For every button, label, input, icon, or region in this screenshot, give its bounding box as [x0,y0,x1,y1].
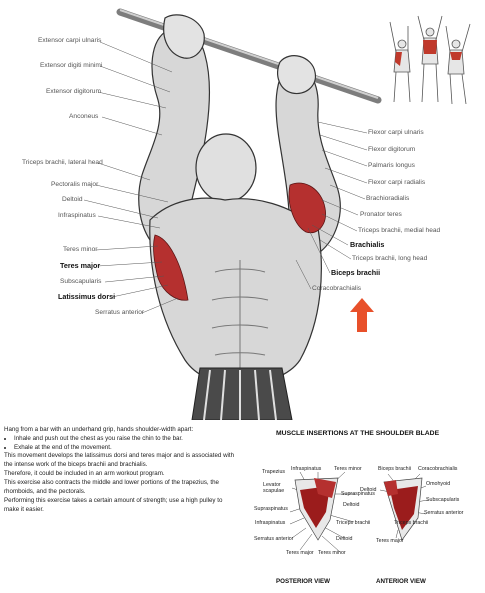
upward-arrow-icon [350,298,374,332]
ins-label-anterior-deltoid: Deltoid [360,487,377,493]
description-paragraph: This exercise also contracts the middle … [4,479,219,495]
exercise-description: Hang from a bar with an underhand grip, … [4,426,238,515]
shorts [191,367,293,420]
ins-label-teres-major: Teres major [286,550,314,556]
label-triceps-long-head: Triceps brachii, long head [352,255,428,262]
insertion-diagrams [289,471,429,553]
label-pronator-teres: Pronator teres [360,211,402,218]
ins-label-deltoid-right: Deltoid [343,502,360,508]
ins-label-teres-minor: Teres minor [318,550,346,556]
description-step: Exhale at the end of the movement. [14,444,238,452]
ins-label-supraspinatus: Supraspinatus [254,506,288,512]
ins-label-deltoid: Deltoid [336,536,353,542]
latissimus-dorsi-highlight [153,234,189,301]
label-triceps-lateral-head: Triceps brachii, lateral head [22,159,103,166]
ins-label-triceps-brachii: Triceps brachii [336,520,371,526]
ins-label-supraspinatus-right: Supraspinatus [341,491,375,497]
ins-label-anterior-triceps: Triceps brachii [394,520,429,526]
posterior-view-label: POSTERIOR VIEW [276,578,330,585]
ins-label-serratus-anterior: Serratus anterior [254,536,294,542]
label-teres-major: Teres major [60,261,101,270]
label-flexor-digitorum: Flexor digitorum [368,146,416,153]
label-deltoid: Deltoid [62,196,83,203]
label-extensor-digiti-minimi: Extensor digiti minimi [40,62,103,69]
pull-up-bar [116,8,382,104]
ins-label-infraspinatus: Infraspinatus [255,520,286,526]
label-infraspinatus: Infraspinatus [58,212,96,219]
description-steps: Inhale and push out the chest as you rai… [4,435,238,452]
ins-label-biceps-brachii: Biceps brachii [378,466,411,472]
label-latissimus-dorsi: Latissimus dorsi [58,292,116,301]
ins-label-omohyoid: Omohyoid [426,481,451,487]
label-extensor-carpi-ulnaris: Extensor carpi ulnaris [38,37,102,44]
ins-label-teres-minor-top: Teres minor [334,466,362,472]
label-flexor-carpi-radialis: Flexor carpi radialis [368,179,426,186]
ins-label-infraspinatus-top: Infraspinatus [291,466,322,472]
figure-body [138,14,341,386]
pullup-sequence-thumbnail [389,15,471,105]
description-intro: Hang from a bar with an underhand grip, … [4,426,194,433]
ins-label-subscapularis: Subscapularis [426,497,460,503]
label-flexor-carpi-ulnaris: Flexor carpi ulnaris [368,129,424,136]
label-pectoralis-major: Pectoralis major [51,181,99,188]
label-biceps-brachii: Biceps brachii [331,268,381,277]
ins-label-anterior-teres-major: Teres major [376,538,404,544]
ins-label-trapezius: Trapezius [262,469,286,475]
biceps-brachii-highlight [288,182,326,234]
anterior-view-label: ANTERIOR VIEW [376,578,426,585]
description-paragraph: Therefore, it could be included in an ar… [4,470,165,478]
insertions-title: MUSCLE INSERTIONS AT THE SHOULDER BLADE [276,430,440,437]
ins-label-levator-scapulae: Levator scapulae [263,482,285,494]
label-coracobrachialis: Coracobrachialis [312,285,362,292]
label-teres-minor: Teres minor [63,246,98,253]
label-triceps-medial-head: Triceps brachii, medial head [358,227,441,234]
ins-label-coracobrachialis: Coracobrachialis [418,466,458,472]
label-extensor-digitorum: Extensor digitorum [46,88,101,95]
description-paragraph: Performing this exercise takes a certain… [4,497,223,513]
exercise-illustration [83,8,471,420]
label-subscapularis: Subscapularis [60,278,102,285]
label-serratus-anterior: Serratus anterior [95,309,145,316]
label-palmaris-longus: Palmaris longus [368,162,415,169]
label-brachialis: Brachialis [350,240,385,249]
label-anconeus: Anconeus [69,113,99,120]
description-paragraph: This movement develops the latissimus do… [4,452,235,468]
label-brachioradialis: Brachioradialis [366,195,410,202]
description-step: Inhale and push out the chest as you rai… [14,435,238,443]
ins-label-anterior-serratus: Serratus anterior [424,510,464,516]
